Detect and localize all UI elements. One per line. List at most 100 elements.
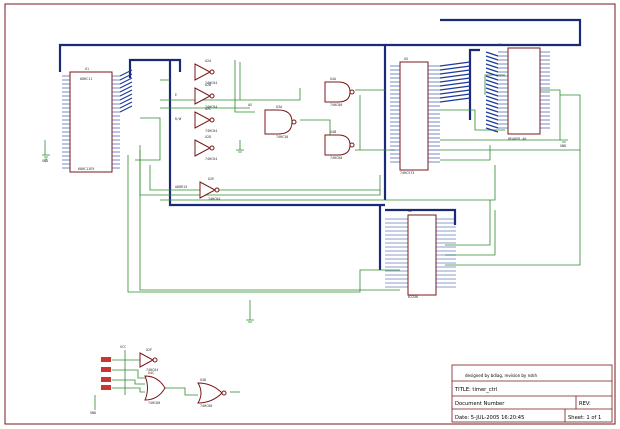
- net-as: AS: [248, 103, 252, 107]
- pin-stub: [439, 89, 471, 95]
- subcircuit-bottom-left: U2F 74HC04 U4C 74HC00 U4D 74HC00 VCC GND: [90, 345, 240, 415]
- chip-u1: U1 68HC11 68HC11E9: [62, 67, 133, 173]
- chip-j1-part: HEADER 40: [508, 137, 526, 141]
- pin-stub: [485, 59, 499, 65]
- pin-stub: [485, 51, 499, 57]
- svg-text:74HC04: 74HC04: [205, 81, 217, 85]
- pin-stub: [485, 91, 499, 97]
- gate-g5: U3A 74HC30: [264, 105, 297, 139]
- chip-u7-pins: [385, 218, 456, 288]
- chip-u7: U6 62256: [385, 209, 456, 299]
- svg-text:74HC04: 74HC04: [146, 368, 158, 372]
- sheet-number: Sheet: 1 of 1: [568, 415, 601, 421]
- pin-stub: [485, 55, 499, 61]
- pin-stub: [485, 75, 499, 81]
- pin-stub: [119, 81, 133, 89]
- sheet-border: [4, 3, 616, 425]
- gate-g6: U4A 74HC00: [324, 77, 355, 107]
- gate-g7: U4B 74HC00: [324, 130, 355, 160]
- gate-g2: U2B 74HC04: [194, 83, 217, 109]
- gate-g8: U2E 74HC04: [199, 177, 220, 201]
- svg-text:U4B: U4B: [330, 130, 336, 134]
- svg-text:U2D: U2D: [205, 135, 211, 139]
- pin-stub: [485, 67, 499, 73]
- svg-text:U2C: U2C: [205, 107, 211, 111]
- resistor-2: [101, 367, 111, 372]
- resistor-4: [101, 385, 111, 390]
- pin-stub: [439, 85, 471, 91]
- chip-j1-pins: [485, 51, 550, 133]
- net-rw: R/W: [175, 117, 182, 121]
- resistor-3: [101, 377, 111, 382]
- pin-stub: [439, 93, 471, 99]
- svg-text:U2E: U2E: [208, 177, 214, 181]
- svg-text:U3A: U3A: [276, 105, 282, 109]
- pin-stub: [119, 89, 133, 97]
- signal-wires: [44, 60, 581, 320]
- chip-u1-bottom: 68HC11E9: [78, 167, 94, 171]
- svg-text:74HC04: 74HC04: [208, 197, 220, 201]
- pin-stub: [119, 93, 133, 101]
- chip-u1-part: 68HC11: [80, 77, 92, 81]
- designed-by: designed by bdiag, revision by nskh: [465, 373, 538, 378]
- svg-text:74HC04: 74HC04: [205, 157, 217, 161]
- pin-stub: [485, 79, 499, 85]
- pin-stub: [119, 69, 133, 77]
- pin-stub: [485, 63, 499, 69]
- pin-stub: [485, 95, 499, 101]
- pin-stub: [119, 77, 133, 85]
- gate-g3: U2C 74HC04: [194, 107, 217, 133]
- svg-text:74HC00: 74HC00: [148, 401, 160, 405]
- pin-stub: [119, 73, 133, 81]
- chip-u1-right-pins: [112, 69, 133, 169]
- sheet-title: TITLE: timer_ctrl: [454, 387, 497, 393]
- svg-text:74HC30: 74HC30: [276, 135, 288, 139]
- net-e: E: [175, 93, 177, 97]
- svg-text:U2F: U2F: [146, 348, 152, 352]
- pin-stub: [485, 71, 499, 77]
- pin-stub: [439, 65, 471, 71]
- svg-text:U2B: U2B: [205, 83, 211, 87]
- svg-text:74HC04: 74HC04: [205, 105, 217, 109]
- svg-text:74HC00: 74HC00: [200, 404, 212, 408]
- svg-text:GND: GND: [42, 159, 48, 163]
- gate-g1: U2A 74HC04: [194, 59, 217, 85]
- revision: REV:: [579, 401, 591, 407]
- gnd-label: GND: [90, 411, 96, 415]
- chip-u5-pins: [390, 61, 471, 163]
- net-addr15: ADDR15: [175, 185, 187, 189]
- svg-text:U4D: U4D: [200, 378, 206, 382]
- vcc-label: VCC: [120, 345, 126, 349]
- chip-u1-ref: U1: [85, 67, 89, 71]
- pin-stub: [119, 97, 133, 105]
- pin-stub: [485, 111, 499, 117]
- svg-text:74HC04: 74HC04: [205, 129, 217, 133]
- resistor-1: [101, 357, 111, 362]
- chip-j1-ref: J1: [498, 43, 502, 47]
- pin-stub: [439, 69, 471, 75]
- svg-text:74HC00: 74HC00: [330, 103, 342, 107]
- svg-text:U4A: U4A: [330, 77, 336, 81]
- pin-stub: [439, 97, 471, 103]
- sheet-date: Date: 5-JUL-2005 16:20:45: [455, 415, 524, 421]
- chip-u7-part: 62256: [408, 295, 418, 299]
- pin-stub: [119, 85, 133, 93]
- pin-stub: [439, 77, 471, 83]
- pin-stub: [485, 87, 499, 93]
- pin-stub: [439, 73, 471, 79]
- title-block: designed by bdiag, revision by nskh TITL…: [451, 364, 613, 423]
- chip-u7-ref: U6: [408, 209, 412, 213]
- pin-stub: [485, 127, 499, 133]
- pin-stub: [485, 99, 499, 105]
- pin-stub: [119, 101, 133, 109]
- document-number: Document Number: [455, 401, 505, 407]
- gate-g4: U2D 74HC04: [194, 135, 217, 161]
- power-symbols: GND GND ADDR15 E R/W AS: [42, 93, 568, 323]
- chip-u1-left-pins: [62, 75, 70, 169]
- svg-text:U2A: U2A: [205, 59, 211, 63]
- svg-text:74HC00: 74HC00: [330, 156, 342, 160]
- svg-text:U4C: U4C: [148, 371, 154, 375]
- main-bus-lines: [58, 18, 582, 270]
- chip-j1: J1 HEADER 40: [485, 43, 550, 141]
